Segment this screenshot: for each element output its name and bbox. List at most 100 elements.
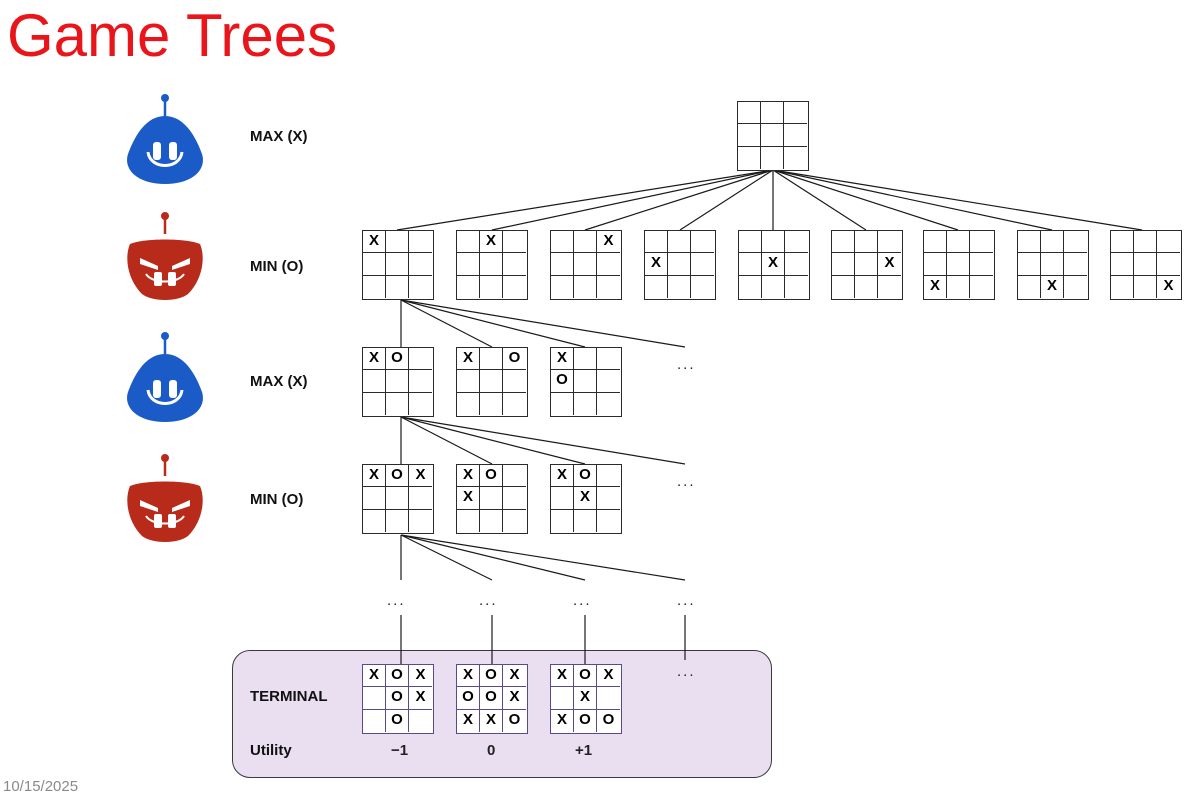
slide-date: 10/15/2025: [3, 778, 79, 795]
board-cell: [503, 465, 526, 488]
board-cell: [503, 487, 526, 510]
board-cell: [363, 509, 386, 532]
board-cell: X: [574, 487, 597, 510]
board-cell: O: [574, 709, 597, 732]
board-cell: [785, 231, 808, 254]
board-cell: O: [386, 665, 409, 688]
board-cell: [855, 253, 878, 276]
board-cell: [947, 253, 970, 276]
board-cell: [738, 124, 761, 147]
min-level-board: X: [362, 230, 434, 300]
level-label-max: MAX (X): [250, 373, 308, 390]
board-cell: [947, 231, 970, 254]
board-cell: X: [409, 665, 432, 688]
board-cell: [386, 487, 409, 510]
board-cell: [386, 370, 409, 393]
board-cell: X: [551, 665, 574, 688]
board-cell: [409, 253, 432, 276]
board-cell: [574, 370, 597, 393]
min-level-board: X: [738, 230, 810, 300]
board-cell: [551, 392, 574, 415]
max-robot-icon: [127, 94, 203, 184]
board-cell: [409, 510, 432, 532]
board-cell: [1134, 275, 1157, 298]
board-cell: [832, 253, 855, 276]
board-cell: [947, 275, 970, 298]
board-cell: [363, 370, 386, 393]
board-cell: [503, 370, 526, 393]
board-cell: [386, 253, 409, 276]
board-cell: [739, 275, 762, 298]
board-cell: O: [480, 465, 503, 488]
utility-label: Utility: [250, 742, 292, 759]
min-level-board: X: [644, 230, 716, 300]
board-cell: O: [480, 665, 503, 688]
board-cell: O: [386, 348, 409, 371]
board-cell: [1134, 253, 1157, 276]
board-cell: O: [480, 687, 503, 710]
min-robot-icon: [127, 212, 203, 300]
level-label-max: MAX (X): [250, 128, 308, 145]
board-cell: [597, 393, 620, 415]
board-cell: [597, 253, 620, 276]
board-cell: [855, 231, 878, 254]
ellipsis: ...: [677, 592, 696, 609]
board-cell: [739, 253, 762, 276]
board-cell: [457, 509, 480, 532]
board-cell: X: [363, 465, 386, 488]
board-cell: [409, 348, 432, 371]
board-cell: [1041, 231, 1064, 254]
board-cell: [1064, 253, 1087, 276]
board-cell: [1018, 253, 1041, 276]
ellipsis: ...: [677, 473, 696, 490]
board-cell: [480, 370, 503, 393]
board-cell: [363, 709, 386, 732]
board-cell: [409, 487, 432, 510]
board-cell: X: [924, 275, 947, 298]
board-cell: [386, 231, 409, 254]
board-cell: [574, 275, 597, 298]
board-cell: [597, 370, 620, 393]
board-cell: [457, 231, 480, 254]
board-cell: [924, 231, 947, 254]
board-cell: X: [762, 253, 785, 276]
board-cell: [784, 102, 807, 125]
board-cell: [480, 348, 503, 371]
board-cell: O: [386, 465, 409, 488]
board-cell: [924, 253, 947, 276]
board-cell: X: [1163, 276, 1174, 294]
board-cell: [668, 231, 691, 254]
board-cell: [480, 487, 503, 510]
board-cell: X: [457, 665, 480, 688]
max-robot-icon: [127, 332, 203, 422]
board-cell: [409, 231, 432, 254]
board-cell: [480, 392, 503, 415]
board-cell: [970, 276, 993, 298]
board-cell: O: [602, 710, 615, 728]
board-cell: [832, 231, 855, 254]
board-cell: [784, 147, 807, 169]
board-cell: X: [551, 348, 574, 371]
board-cell: [597, 465, 620, 488]
level-label-min: MIN (O): [250, 258, 304, 275]
board-cell: X: [574, 687, 597, 710]
board-cell: [691, 276, 714, 298]
board-cell: [645, 231, 668, 254]
level-label-min: MIN (O): [250, 491, 304, 508]
board-cell: [1134, 231, 1157, 254]
board-cell: [551, 487, 574, 510]
board-cell: [1111, 275, 1134, 298]
board-cell: [738, 102, 761, 125]
board-cell: X: [457, 709, 480, 732]
board-cell: O: [574, 665, 597, 688]
board-cell: X: [597, 231, 620, 254]
board-cell: X: [1041, 275, 1064, 298]
board-cell: O: [503, 348, 526, 371]
